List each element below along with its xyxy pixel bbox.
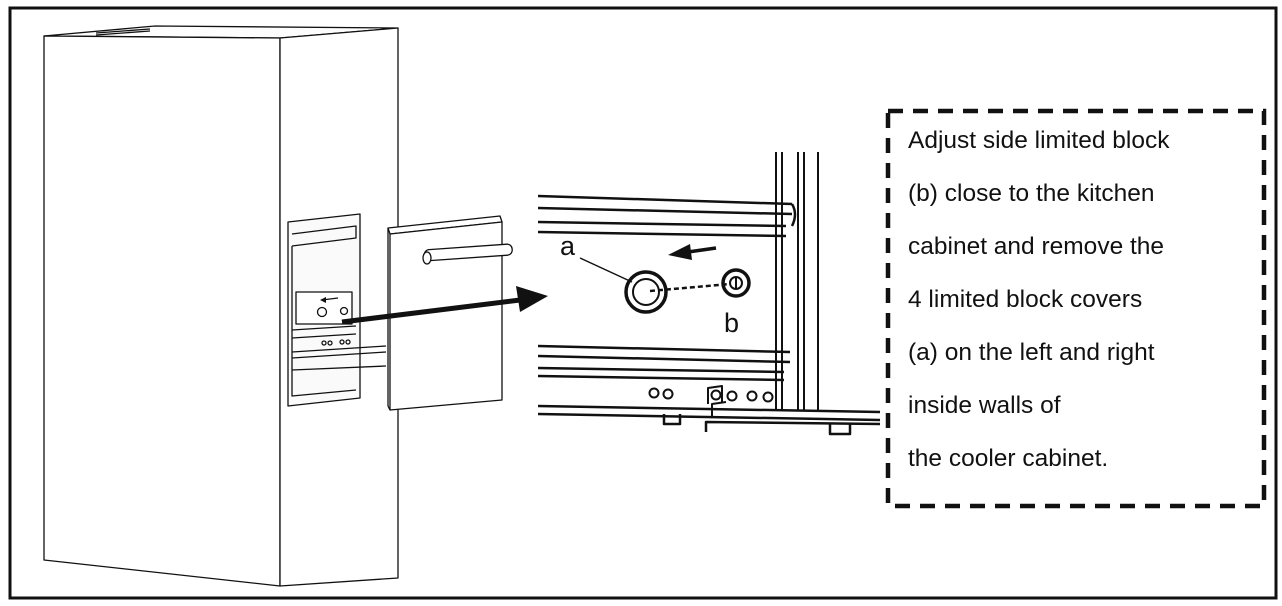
small-block-b: [339, 306, 349, 316]
pointer-arrow: [341, 286, 548, 325]
figure-frame: [8, 6, 1278, 600]
cabinet-top-slot: [95, 30, 151, 36]
instruction-line: (b) close to the kitchen: [908, 180, 1155, 207]
drawer-opening: [287, 213, 387, 407]
dashed-connector: [649, 282, 731, 293]
leader-line-a: [579, 257, 633, 283]
frame-post: [775, 152, 819, 410]
cabinet-top-slot: [95, 28, 151, 34]
instruction-frame: [885, 108, 1267, 509]
move-left-arrow: [668, 244, 717, 260]
rail-holes: [648, 385, 774, 418]
drawer-front: [387, 215, 513, 411]
instruction-line: the cooler cabinet.: [908, 445, 1109, 472]
drawer-handle: [422, 243, 513, 265]
instruction-line: Adjust side limited block: [908, 127, 1170, 154]
instruction-note: Adjust side limited block (b) close to t…: [888, 111, 1264, 506]
instruction-line: (a) on the left and right: [908, 339, 1155, 366]
instruction-line: inside walls of: [908, 392, 1061, 419]
callout-label-a: a: [560, 231, 576, 261]
upper-rail: [537, 194, 797, 238]
lower-rail: [537, 344, 881, 436]
callout-label-b: b: [724, 308, 740, 338]
instruction-line: cabinet and remove the: [908, 233, 1165, 260]
detail-view: [537, 152, 881, 436]
cabinet-front: [43, 35, 281, 587]
side-limited-block-b: [721, 268, 751, 298]
limited-block-cover-a: [624, 270, 668, 314]
cooler-cabinet: [43, 25, 513, 587]
instruction-line: 4 limited block covers: [908, 286, 1143, 313]
small-cover-a: [316, 306, 328, 318]
